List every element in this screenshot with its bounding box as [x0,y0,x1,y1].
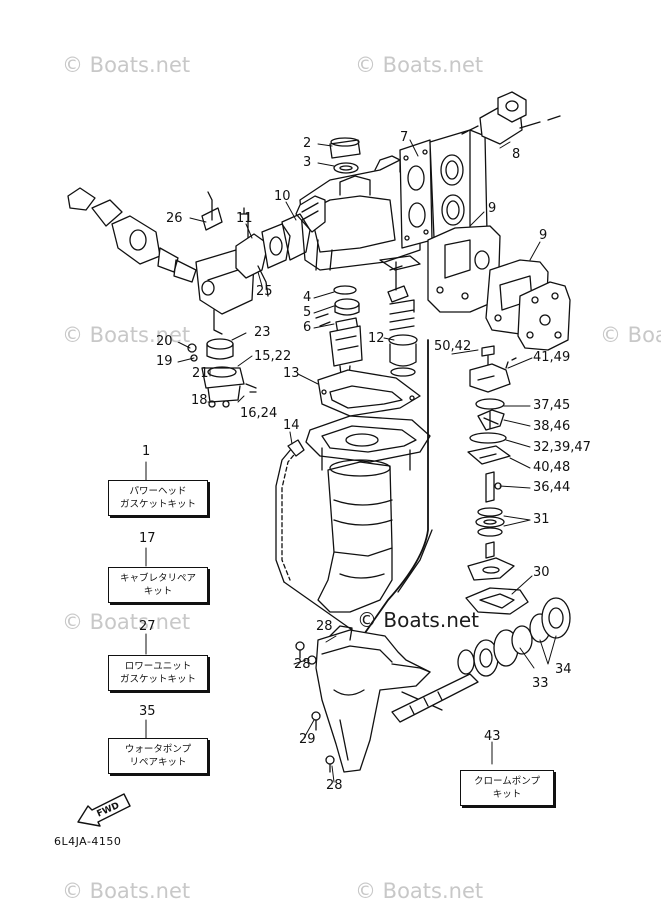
exhaust-plate [517,281,571,351]
callout-32-39-47: 32,39,47 [533,440,591,455]
callout-21: 21 [192,366,209,381]
callout-25: 25 [256,284,273,299]
watermark-mid-left: © Boats.net [62,323,191,347]
watermark-bottom-left: © Boats.net [62,879,191,903]
base-gasket-13 [317,369,421,417]
callout-4: 4 [303,290,312,305]
kit-43-line2: キット [492,789,522,800]
callout-28-mid: 28 [294,657,311,672]
callout-34: 34 [555,662,572,677]
callout-6: 6 [303,320,312,335]
callout-8: 8 [512,147,521,162]
thermostat-stack [329,137,361,174]
callout-41-49: 41,49 [533,350,571,365]
callout-50-42: 50,42 [434,339,472,354]
callout-33: 33 [532,676,549,691]
watermark-lower-left: © Boats.net [62,610,191,634]
exhaust-guide [305,415,431,471]
cylinder-head-assembly [295,149,421,271]
lower-unit [315,625,443,773]
watermark-top-left: © Boats.net [62,53,191,77]
callout-36-44: 36,44 [533,480,571,495]
kit-35-line2: リペアキット [129,757,187,768]
kit-27-box: ロワーユニット ガスケットキット [108,655,208,691]
gasket-30 [465,587,529,615]
callout-10: 10 [274,189,291,204]
kit-17-line2: キット [143,586,173,597]
diagram-code: 6L4JA-4150 [54,835,122,848]
callout-13: 13 [283,366,300,381]
kit-17-number: 17 [139,531,156,546]
watermark-bottom-center: © Boats.net [355,879,484,903]
fuel-pump [187,338,257,408]
callout-38-46: 38,46 [533,419,571,434]
callout-19: 19 [156,354,173,369]
callout-20: 20 [156,334,173,349]
callout-3: 3 [303,155,312,170]
kit-27-line2: ガスケットキット [119,674,196,685]
watermark-top-center: © Boats.net [355,53,484,77]
water-pump-stack [467,345,517,581]
callout-12: 12 [368,331,385,346]
callout-30: 30 [533,565,550,580]
kit-1-box: パワーヘッド ガスケットキット [108,480,208,516]
leader-lines [145,139,557,783]
callout-7: 7 [400,130,409,145]
carburetor-assembly [67,187,311,335]
callout-26: 26 [166,211,183,226]
callout-15-22: 15,22 [254,349,292,364]
hardware-bolts [295,641,335,773]
fwd-arrow-icon: FWD [77,793,131,827]
kit-1-number: 1 [142,444,151,459]
kit-43-line1: クロームポンプ [474,776,540,787]
callout-2: 2 [303,136,312,151]
callout-14: 14 [283,418,300,433]
watermark-mid-right: © Boats.net [600,323,661,347]
callout-37-45: 37,45 [533,398,571,413]
callout-9-upper: 9 [488,201,497,216]
callout-5: 5 [303,305,312,320]
shift-rod [359,339,433,641]
midsection-tube [317,459,393,613]
callout-9-lower: 9 [539,228,548,243]
callout-16-24: 16,24 [240,406,278,421]
valve-column [315,285,363,387]
propeller-shaft [391,597,571,723]
callout-23: 23 [254,325,271,340]
kit-17-line1: キャブレタリペア [119,573,196,584]
kit-35-box: ウォータポンプ リペアキット [108,738,208,774]
kit-27-number: 27 [139,619,156,634]
callout-28-bottom: 28 [326,778,343,793]
kit-35-line1: ウォータポンプ [124,744,192,755]
spring-assembly [387,261,418,377]
kit-1-line1: パワーヘッド [129,486,187,497]
callout-11: 11 [236,211,253,226]
thermostat-cover [461,91,561,145]
callout-29: 29 [299,732,316,747]
water-tube-14 [275,439,356,633]
kit-1-line2: ガスケットキット [119,499,196,510]
callout-18: 18 [191,393,208,408]
kit-43-box: クロームポンプ キット [460,770,554,806]
kit-17-box: キャブレタリペア キット [108,567,208,603]
callout-40-48: 40,48 [533,460,571,475]
kit-27-line1: ロワーユニット [124,661,192,672]
kit-35-number: 35 [139,704,156,719]
gasket-7 [399,139,433,249]
callout-28-top: 28 [316,619,333,634]
kit-43-number: 43 [484,729,501,744]
watermark-lower-center: © Boats.net [357,608,480,632]
callout-31: 31 [533,512,550,527]
